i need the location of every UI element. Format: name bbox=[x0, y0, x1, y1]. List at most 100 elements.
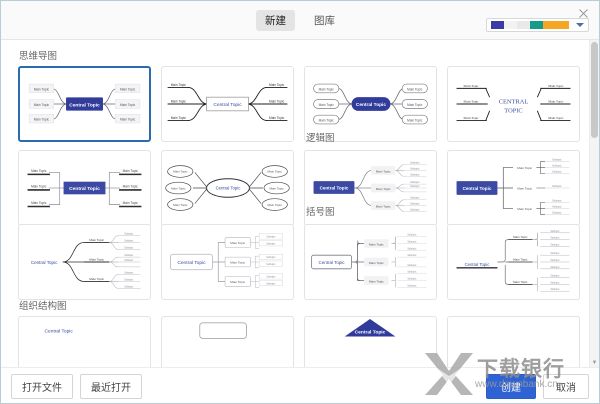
svg-text:Subtopic: Subtopic bbox=[124, 254, 134, 257]
swatch-navy bbox=[491, 21, 504, 29]
create-button[interactable]: 创建 bbox=[486, 374, 536, 399]
template-card-mindmap-elbow-bold[interactable]: Main Topic Main Topic Main Topic Main To… bbox=[18, 150, 151, 226]
svg-text:Subtopic: Subtopic bbox=[552, 165, 562, 168]
template-card-mindmap-ellipse[interactable]: Main Topic Main Topic Main Topic Main To… bbox=[161, 150, 294, 226]
close-icon[interactable] bbox=[575, 5, 591, 21]
svg-text:Main Topic: Main Topic bbox=[89, 258, 104, 262]
swatch-light2 bbox=[517, 21, 530, 29]
swatch-group bbox=[491, 21, 569, 29]
svg-text:Subtopic: Subtopic bbox=[410, 168, 420, 171]
template-row-mindmap-2: Main Topic Main Topic Main Topic Main To… bbox=[1, 150, 599, 226]
svg-text:Subtopic: Subtopic bbox=[266, 236, 276, 239]
section-title-mindmap: 思维导图 bbox=[19, 51, 58, 62]
template-card-org-chart-4[interactable] bbox=[447, 316, 580, 367]
svg-text:Main Topic: Main Topic bbox=[31, 185, 47, 189]
svg-text:Subtopic: Subtopic bbox=[550, 243, 560, 246]
theme-color-picker[interactable] bbox=[486, 18, 589, 32]
svg-text:Central Topic: Central Topic bbox=[31, 260, 58, 265]
svg-text:Subtopic: Subtopic bbox=[550, 281, 560, 284]
vertical-scrollbar[interactable]: ▲ ▼ bbox=[589, 40, 599, 367]
svg-text:Subtopic: Subtopic bbox=[124, 240, 134, 243]
svg-text:Subtopic: Subtopic bbox=[407, 247, 417, 250]
svg-text:Main Topic: Main Topic bbox=[268, 170, 283, 174]
svg-text:Subtopic: Subtopic bbox=[410, 203, 420, 206]
svg-text:Main Topic: Main Topic bbox=[407, 103, 423, 107]
svg-text:Subtopic: Subtopic bbox=[124, 233, 134, 236]
svg-text:Subtopic: Subtopic bbox=[266, 276, 276, 279]
template-card-org-chart-1[interactable]: Central Topic bbox=[18, 316, 151, 367]
template-card-mindmap-outline-underline[interactable]: Main Topic Main Topic Main Topic Main To… bbox=[161, 66, 294, 142]
template-card-logic-boxed-tree[interactable]: Main Topic Main Topic Main Topic Subtopi… bbox=[161, 224, 294, 300]
template-card-mindmap-serif-plain[interactable]: Main Topic Main Topic Main Topic Main To… bbox=[447, 66, 580, 142]
svg-text:Main Topic: Main Topic bbox=[548, 116, 564, 120]
svg-text:Main Topic: Main Topic bbox=[270, 186, 285, 190]
svg-text:Subtopic: Subtopic bbox=[552, 159, 562, 162]
section-title-logic: 逻辑图 bbox=[306, 133, 335, 144]
svg-text:Main Topic: Main Topic bbox=[517, 207, 532, 211]
svg-text:Main Topic: Main Topic bbox=[319, 103, 335, 107]
template-card-mindmap-rounded-pill[interactable]: Main Topic Main Topic Main Topic Main To… bbox=[304, 66, 437, 142]
scroll-down-arrow[interactable]: ▼ bbox=[591, 360, 598, 366]
svg-text:Subtopic: Subtopic bbox=[407, 254, 417, 257]
svg-text:Main Topic: Main Topic bbox=[269, 99, 285, 103]
svg-text:Main Topic: Main Topic bbox=[407, 87, 423, 91]
svg-text:Main Topic: Main Topic bbox=[34, 87, 50, 91]
svg-text:Subtopic: Subtopic bbox=[552, 185, 562, 188]
svg-text:Subtopic: Subtopic bbox=[550, 237, 560, 240]
template-card-org-chart-3[interactable]: Central Topic bbox=[304, 316, 437, 367]
svg-text:Central Topic: Central Topic bbox=[69, 186, 100, 192]
svg-text:Main Topic: Main Topic bbox=[513, 280, 528, 284]
scroll-thumb[interactable] bbox=[591, 42, 598, 138]
template-card-bracket-boxed[interactable]: Main Topic Main Topic Main Topic Subtopi… bbox=[304, 224, 437, 300]
svg-text:Main Topic: Main Topic bbox=[369, 242, 384, 246]
svg-text:Main Topic: Main Topic bbox=[120, 103, 136, 107]
svg-text:Central Topic: Central Topic bbox=[465, 262, 491, 267]
tab-gallery[interactable]: 图库 bbox=[314, 14, 335, 27]
svg-text:Main Topic: Main Topic bbox=[173, 203, 188, 207]
template-card-logic-curved-tree[interactable]: Main Topic Main Topic Main Topic Subtopi… bbox=[304, 150, 437, 226]
svg-text:Main Topic: Main Topic bbox=[548, 99, 564, 103]
template-card-logic-orthogonal-tree[interactable]: Main Topic Main Topic Main Topic Subtopi… bbox=[447, 150, 580, 226]
svg-text:Subtopic: Subtopic bbox=[124, 285, 134, 288]
template-scroll-area[interactable]: 思维导图 Main Topic Main Topic Main Topic Ma… bbox=[1, 40, 599, 367]
swatch-orange2 bbox=[556, 21, 569, 29]
svg-text:Main Topic: Main Topic bbox=[369, 261, 384, 265]
svg-text:Subtopic: Subtopic bbox=[124, 279, 134, 282]
svg-text:Central Topic: Central Topic bbox=[216, 186, 242, 191]
svg-text:Main Topic: Main Topic bbox=[369, 279, 384, 283]
svg-text:Subtopic: Subtopic bbox=[407, 278, 417, 281]
svg-text:Main Topic: Main Topic bbox=[517, 166, 532, 170]
svg-text:Main Topic: Main Topic bbox=[268, 203, 283, 207]
template-card-logic-plain-tree[interactable]: Main Topic Main Topic Main Topic Subtopi… bbox=[18, 224, 151, 300]
chevron-down-icon[interactable] bbox=[576, 23, 584, 27]
svg-text:Main Topic: Main Topic bbox=[464, 99, 480, 103]
window-header: 新建 图库 bbox=[1, 1, 599, 40]
svg-text:Main Topic: Main Topic bbox=[376, 204, 391, 208]
svg-text:Subtopic: Subtopic bbox=[124, 259, 134, 262]
svg-text:Main Topic: Main Topic bbox=[513, 258, 528, 262]
svg-text:Central Topic: Central Topic bbox=[320, 186, 349, 191]
svg-text:Subtopic: Subtopic bbox=[266, 242, 276, 245]
svg-text:Main Topic: Main Topic bbox=[230, 260, 245, 264]
open-file-button[interactable]: 打开文件 bbox=[11, 374, 73, 399]
section-title-bracket: 括号图 bbox=[306, 207, 335, 218]
svg-text:Main Topic: Main Topic bbox=[120, 87, 136, 91]
tab-new[interactable]: 新建 bbox=[256, 9, 295, 31]
swatch-orange bbox=[543, 21, 556, 29]
svg-text:Central Topic: Central Topic bbox=[319, 260, 346, 265]
svg-text:Subtopic: Subtopic bbox=[407, 284, 417, 287]
cancel-button[interactable]: 取消 bbox=[543, 374, 589, 399]
svg-text:Main Topic: Main Topic bbox=[123, 185, 139, 189]
template-card-mindmap-classic-boxed[interactable]: Main Topic Main Topic Main Topic Main To… bbox=[18, 66, 151, 142]
recent-files-button[interactable]: 最近打开 bbox=[80, 374, 142, 399]
svg-text:Main Topic: Main Topic bbox=[376, 187, 391, 191]
template-card-bracket-underline[interactable]: Central Topic Main Topic Main Topic Main… bbox=[447, 224, 580, 300]
svg-text:Subtopic: Subtopic bbox=[552, 200, 562, 203]
template-card-org-chart-2[interactable] bbox=[161, 316, 294, 367]
svg-text:Main Topic: Main Topic bbox=[171, 186, 186, 190]
svg-text:Main Topic: Main Topic bbox=[376, 169, 391, 173]
svg-text:Subtopic: Subtopic bbox=[552, 211, 562, 214]
svg-text:Subtopic: Subtopic bbox=[410, 181, 420, 184]
svg-text:Central Topic: Central Topic bbox=[463, 186, 492, 191]
